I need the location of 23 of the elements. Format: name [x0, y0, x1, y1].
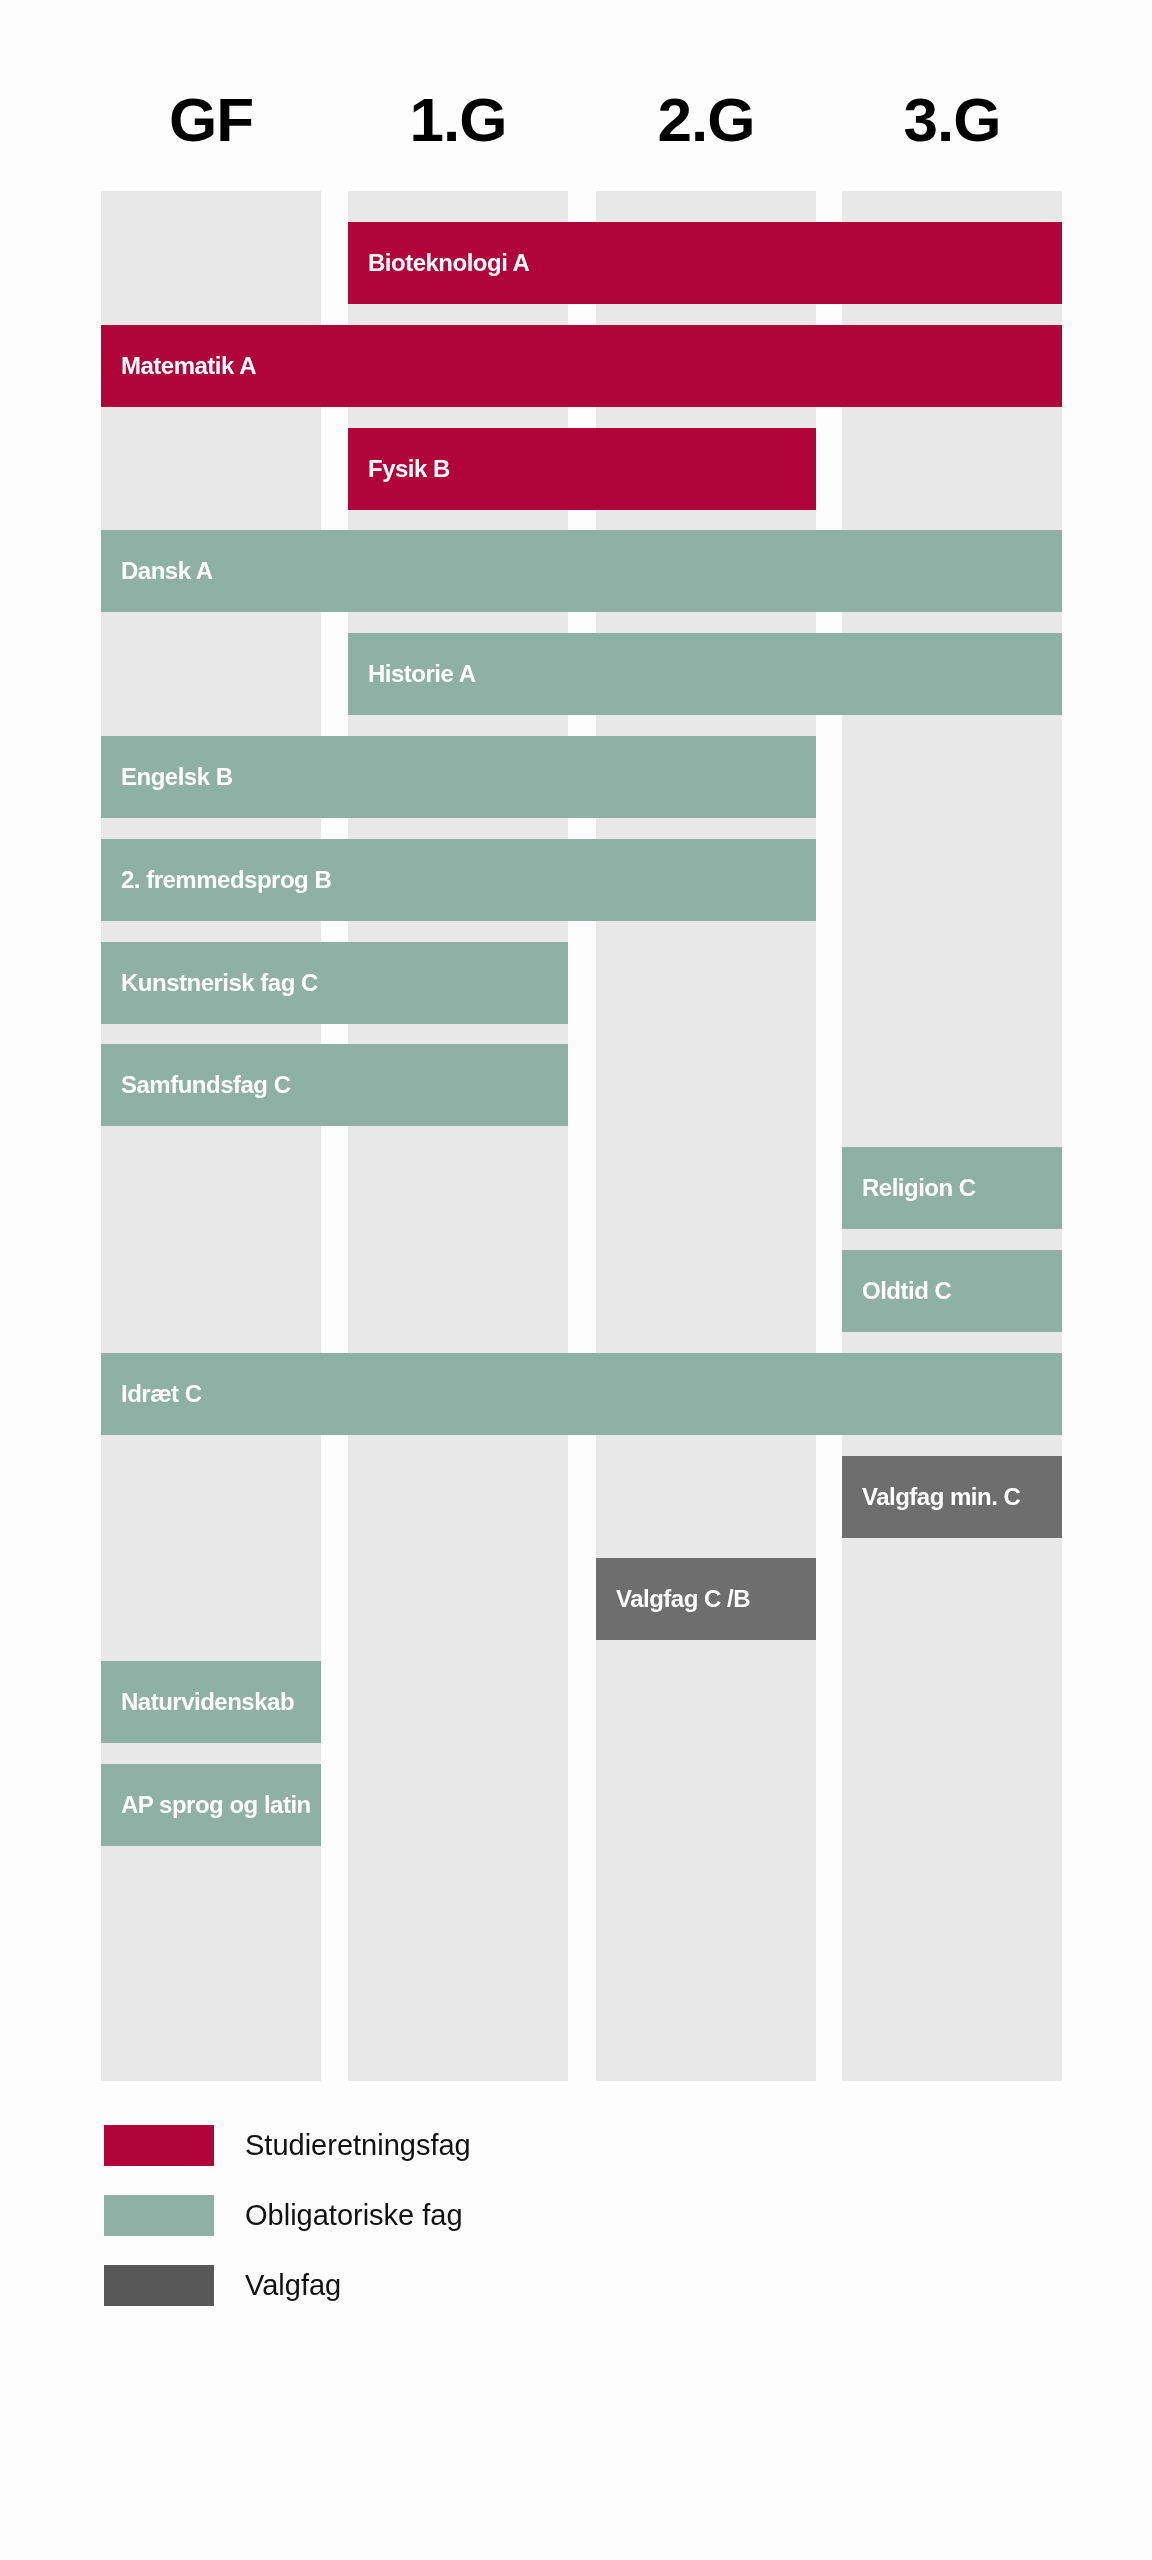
subject-bar: Bioteknologi A — [348, 222, 1062, 304]
subject-bar: Kunstnerisk fag C — [101, 941, 568, 1024]
subject-bar: Religion C — [842, 1147, 1062, 1230]
subject-bar: Samfundsfag C — [101, 1044, 568, 1127]
subject-bar: Oldtid C — [842, 1250, 1062, 1332]
subject-bar: 2. fremmedsprog B — [101, 838, 816, 921]
subject-bar: Matematik A — [101, 324, 1062, 407]
subject-bar: Naturvidenskab — [101, 1661, 321, 1744]
subject-bar: Engelsk B — [101, 736, 816, 818]
subject-bar: Idræt C — [101, 1352, 1062, 1435]
subject-bar: Fysik B — [348, 427, 816, 510]
subject-bar: Dansk A — [101, 530, 1062, 613]
column-heading: 3.G — [902, 84, 1002, 156]
legend-text: Obligatoriske fag — [245, 2198, 463, 2233]
column-heading: 2.G — [656, 84, 756, 156]
legend-text: Valgfag — [245, 2268, 342, 2303]
subject-bar: AP sprog og latin — [101, 1764, 321, 1846]
subject-bar: Valgfag min. C — [842, 1455, 1062, 1538]
legend-text: Studieretningsfag — [245, 2128, 471, 2163]
column-heading: GF — [167, 84, 255, 156]
subject-bar: Valgfag C /B — [596, 1558, 816, 1641]
subject-bar: Historie A — [348, 633, 1062, 716]
column-heading: 1.G — [408, 84, 508, 156]
